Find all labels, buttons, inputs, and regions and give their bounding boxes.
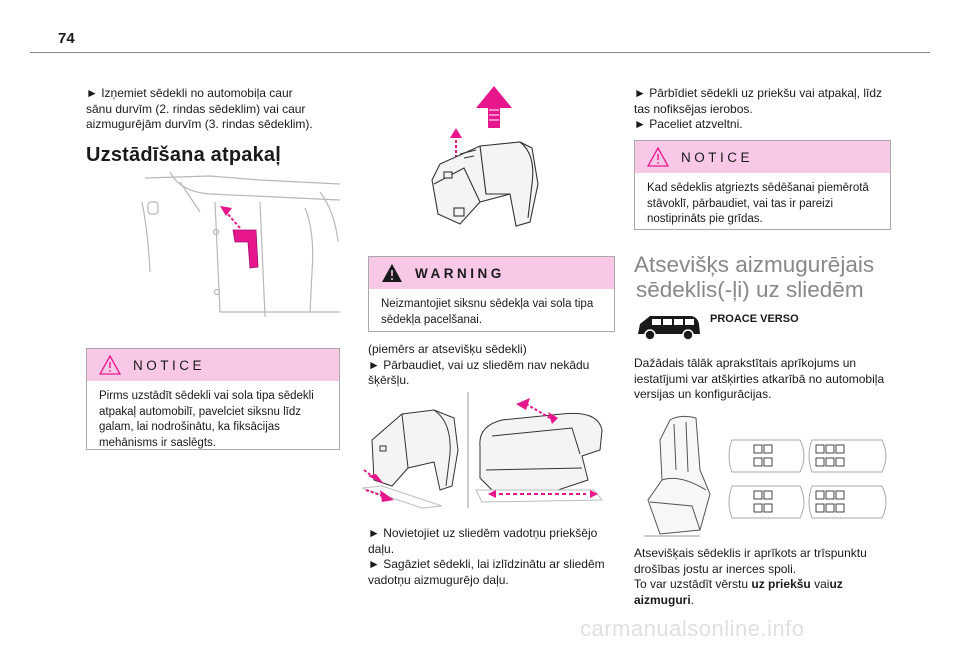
slide-line: ► Pārbīdiet sēdekli uz priekšu vai atpak… [634,86,882,100]
orientation-line-2: aizmuguri. [634,593,904,609]
example-line: ► Pārbaudiet, vai uz sliedēm nav nekādu [368,357,590,372]
slide-instructions: ► Pārbīdiet sēdekli uz priekšu vai atpak… [634,86,894,133]
warning-line: sēdekļa pacelšanai. [381,313,483,326]
placement-instructions: ► Novietojiet uz sliedēm vadotņu priekšē… [368,526,613,588]
vehicle-label: PROACE VERSO [710,313,799,325]
warning-body: Neizmantojiet siksnu sēdekļa vai sola ti… [369,289,614,336]
seat-belt-note: Atsevišķais sēdeklis ir aprīkots ar trīs… [634,546,904,608]
notice-title: NOTICE [681,149,754,165]
site-watermark: carmanualsonline.info [580,616,805,641]
notice-header: NOTICE [87,349,339,381]
heading-line: Atsevišķs aizmugurējais [634,252,875,277]
notice-box-check: NOTICE Kad sēdeklis atgriezts sēdēšanai … [634,140,891,230]
notice-title: NOTICE [133,357,206,373]
equipment-note: Dažādais tālāk aprakstītais aprīkojums u… [634,356,904,403]
orientation-text: To var uzstādīt vērstu [634,577,752,591]
seat-lift-illustration [420,84,555,234]
placement-line: ► Novietojiet uz sliedēm vadotņu priekšē… [368,526,598,540]
warning-line: Neizmantojiet siksnu sēdekļa vai sola ti… [381,298,594,310]
warning-triangle-icon [382,264,402,282]
notice-header: NOTICE [635,141,890,173]
example-line: (piemērs ar atsevišķu sēdekli) [368,342,527,356]
heading-line: sēdeklis(-ļi) uz sliedēm [636,277,864,302]
intro-line: aizmugurējām durvīm (3. rindas sēdeklim)… [86,117,313,131]
warning-title: WARNING [415,265,505,281]
intro-paragraph: ► Izņemiet sēdekli no automobiļa caur sā… [86,86,326,133]
placement-line: ► Sagāziet sēdekli, lai izlīdzinātu ar s… [368,557,605,571]
placement-line: vadotņu aizmugurējo daļu. [368,572,509,587]
warning-triangle-icon [647,147,669,167]
notice-line: galam, lai nodrošinātu, ka fiksācijas [99,421,280,433]
warning-box-strap: WARNING Neizmantojiet siksnu sēdekļa vai… [368,256,615,332]
notice-line: mehānisms ir saslēgts. [99,436,216,449]
notice-line: Pirms uzstādīt sēdekli vai sola tipa sēd… [99,390,314,402]
section-heading-reinstall: Uzstādīšana atpakaļ [86,144,281,166]
placement-line: daļu. [368,541,395,556]
orientation-line: To var uzstādīt vērstu uz priekšu vaiuz [634,577,904,593]
example-line: šķēršļu. [368,373,410,387]
seat-layout-illustration [640,410,890,540]
rail-placement-illustration [361,390,614,510]
page-number: 74 [58,30,75,47]
section-heading-rail-seat: Atsevišķs aizmugurējais sēdeklis(-ļi) uz… [634,252,904,302]
slide-line: tas nofiksējas ierobos. [634,101,753,116]
equipment-line: versijas un konfigurācijas. [634,387,772,401]
orientation-forward: uz priekšu [751,577,811,591]
notice-box-reinstall: NOTICE Pirms uzstādīt sēdekli vai sola t… [86,348,340,450]
notice-body: Pirms uzstādīt sēdekli vai sola tipa sēd… [87,381,339,459]
vehicle-icon [636,312,702,342]
belt-line: Atsevišķais sēdeklis ir aprīkots ar trīs… [634,546,867,560]
notice-line: atpakaļ automobilī, pavelciet siksnu līd… [99,405,301,418]
warning-triangle-icon [99,355,121,375]
notice-line: nostiprināts pie grīdas. [647,213,763,225]
header-divider [30,52,930,53]
intro-line: sānu durvīm (2. rindas sēdeklim) vai cau… [86,101,306,116]
slide-line: ► Paceliet atzveltni. [634,117,743,131]
notice-body: Kad sēdeklis atgriezts sēdēšanai piemēro… [635,173,890,236]
orientation-or: vai [810,577,830,591]
example-paragraph: (piemērs ar atsevišķu sēdekli) ► Pārbaud… [368,342,613,389]
warning-header: WARNING [369,257,614,289]
intro-line: ► Izņemiet sēdekli no automobiļa caur [86,86,293,100]
notice-line: stāvoklī, pārbaudiet, vai tas ir pareizi [647,197,834,210]
equipment-line: Dažādais tālāk aprakstītais aprīkojums u… [634,356,857,370]
notice-line: Kad sēdeklis atgriezts sēdēšanai piemēro… [647,182,869,194]
orientation-end: . [690,592,695,607]
belt-line: drošības jostu ar inerces spoli. [634,561,797,576]
equipment-line: iestatījumi var atšķirties atkarībā no a… [634,371,885,386]
orientation-rearward: aizmuguri [634,592,691,607]
orientation-to: uz [829,577,843,591]
reinstall-illustration [140,171,341,322]
